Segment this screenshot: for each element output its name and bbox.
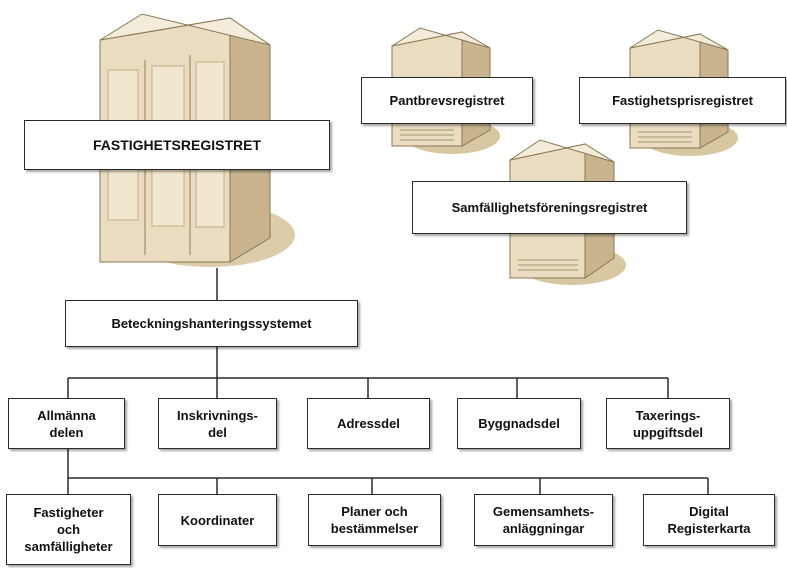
- samfallighet-register-label: Samfällighetsföreningsregistret: [412, 181, 687, 234]
- system-text: Beteckningshanteringssystemet: [111, 316, 312, 331]
- level1-box-allmanna: Allmänna delen: [8, 398, 125, 449]
- level2-text: Fastigheter och samfälligheter: [24, 505, 113, 554]
- level2-box-gemensamhet: Gemensamhets- anläggningar: [474, 494, 613, 546]
- level2-text: Koordinater: [180, 512, 255, 528]
- level1-box-taxering: Taxerings- uppgiftsdel: [606, 398, 730, 449]
- level1-box-adress: Adressdel: [307, 398, 430, 449]
- pantbrev-register-label: Pantbrevsregistret: [361, 77, 533, 124]
- level2-text: Planer och bestämmelser: [330, 504, 419, 536]
- level1-text: Allmänna delen: [37, 407, 96, 440]
- pantbrev-register-text: Pantbrevsregistret: [389, 93, 505, 108]
- level1-text: Taxerings- uppgiftsdel: [632, 407, 704, 440]
- samfallighet-register-text: Samfällighetsföreningsregistret: [451, 200, 648, 215]
- level2-box-koordinater: Koordinater: [158, 494, 277, 546]
- level2-box-fastigheter: Fastigheter och samfälligheter: [6, 494, 131, 565]
- main-register-text: FASTIGHETSREGISTRET: [92, 136, 261, 153]
- level2-box-planer: Planer och bestämmelser: [308, 494, 441, 546]
- level1-text: Inskrivnings- del: [177, 407, 258, 440]
- level2-text: Digital Registerkarta: [667, 504, 751, 536]
- fastighetspris-register-label: Fastighetsprisregistret: [579, 77, 786, 124]
- level2-text: Gemensamhets- anläggningar: [492, 504, 595, 536]
- level2-box-digital: Digital Registerkarta: [643, 494, 775, 546]
- main-register-label: FASTIGHETSREGISTRET: [24, 120, 330, 170]
- system-box: Beteckningshanteringssystemet: [65, 300, 358, 347]
- level1-text: Adressdel: [337, 416, 400, 431]
- level1-box-inskrivning: Inskrivnings- del: [158, 398, 277, 449]
- level1-text: Byggnadsdel: [478, 416, 560, 431]
- fastighetspris-register-text: Fastighetsprisregistret: [612, 93, 753, 108]
- level1-box-byggnad: Byggnadsdel: [457, 398, 581, 449]
